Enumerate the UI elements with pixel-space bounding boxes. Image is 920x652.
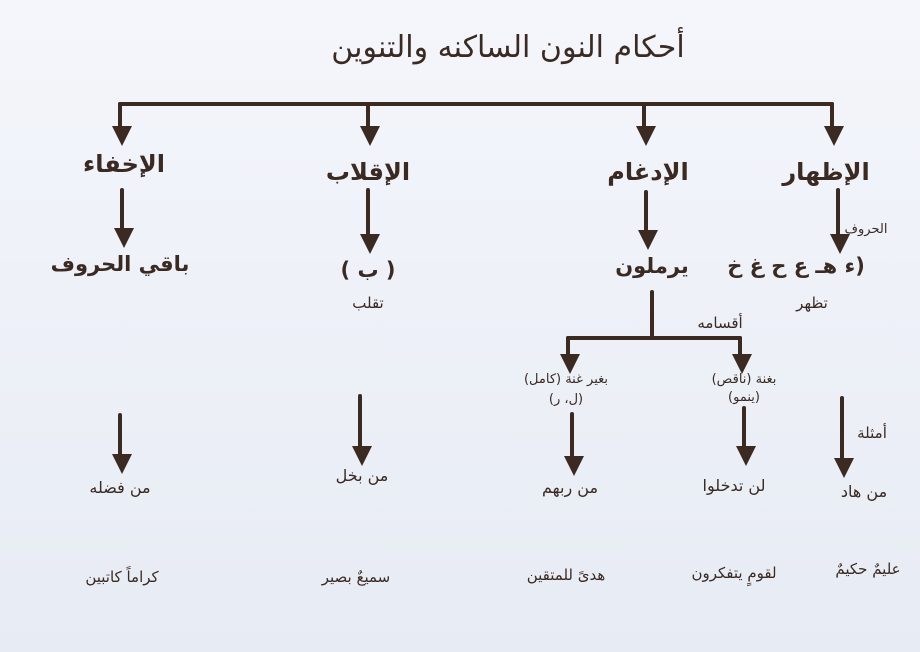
kamil-example-2: هدىً للمتقين (526, 566, 606, 584)
idgham-kamil-letters: (ل، ر) (548, 392, 584, 407)
ikhfa-example-1: من فضله (89, 478, 151, 497)
idgham-letters: يرملون (615, 254, 689, 278)
ikhfa-letters: باقي الحروف (50, 252, 190, 276)
izhar-rule: تظهر (796, 294, 828, 312)
iqlab-example-2: سميعٌ بصير (321, 568, 391, 586)
naqis-example-2: لقومٍ يتفكرون (691, 564, 777, 582)
category-ikhfa: الإخفاء (83, 150, 165, 178)
naqis-example-1: لن تدخلوا (702, 476, 766, 495)
iqlab-rule: تقلب (352, 294, 384, 312)
izhar-example-2: عليمٌ حكيمٌ (835, 560, 901, 578)
izhar-letters: (ء هـ ع ح غ خ (727, 254, 865, 278)
kamil-example-1: من ربهم (541, 478, 599, 497)
iqlab-example-1: من بخل (335, 466, 389, 485)
category-idgham: الإدغام (607, 158, 689, 186)
idgham-naqis-title: بغنة (ناقص) (711, 372, 777, 387)
izhar-example-1: من هاد (840, 482, 888, 501)
izhar-letters-note: الحروف (844, 222, 888, 237)
category-iqlab: الإقلاب (325, 158, 411, 186)
idgham-kamil-title: بغير غنة (كامل) (523, 372, 609, 387)
izhar-examples-label: أمثلة (857, 424, 887, 442)
iqlab-letters: ( ب ) (340, 258, 396, 282)
idgham-divisions-label: أقسامه (697, 314, 743, 332)
diagram-title: أحكام النون الساكنه والتنوين (331, 30, 685, 65)
idgham-naqis-letters: (ينمو) (728, 390, 760, 405)
category-izhar: الإظهار (782, 158, 870, 186)
ikhfa-example-2: كراماً كاتبين (85, 568, 159, 586)
